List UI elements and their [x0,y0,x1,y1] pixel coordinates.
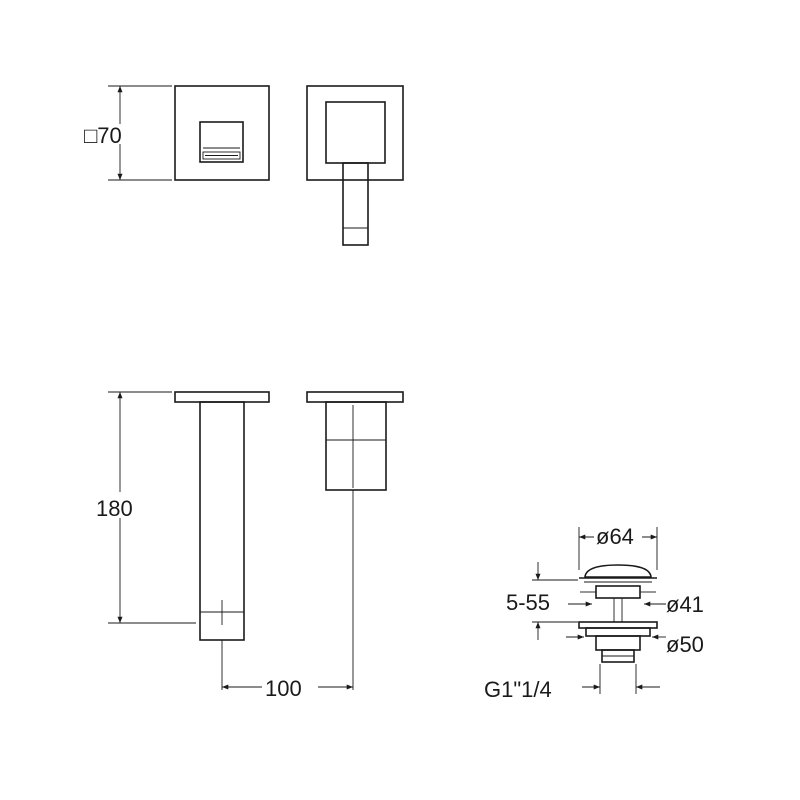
mixer-side-view [306,391,404,690]
bottom-diameter-label: ø50 [666,632,704,657]
mixer-side-plate [306,391,404,403]
mixer-body [325,401,387,491]
waste-body [595,635,641,651]
mixer-cover-plate [174,85,270,181]
square-size-label: □70 [84,123,122,148]
spout-side-view [174,391,270,690]
waste-spindle-housing [595,585,641,599]
mid-diameter-label: ø41 [666,592,704,617]
dimension-square: □70 [84,85,172,181]
mixer-front-view [174,85,270,181]
mixer-handle [199,121,244,163]
waste-flange [578,621,658,629]
top-diameter-label: ø64 [596,524,634,549]
spout-side-plate [174,391,270,403]
spout-front-view [306,85,404,246]
spout-front [342,162,369,246]
height-label: 180 [96,496,133,521]
adjust-range-label: 5-55 [506,590,550,615]
spout-body-square [325,101,386,164]
thread-label: G1"1/4 [484,677,552,702]
dimension-height: 180 [96,391,196,624]
dimension-reach: 100 [222,674,353,701]
waste-cap [584,564,652,578]
handle-grip [202,151,241,160]
waste-valve: ø64 5-55 ø41 ø50 [484,524,704,702]
spout-cover-plate [306,85,404,181]
reach-label: 100 [265,676,302,701]
